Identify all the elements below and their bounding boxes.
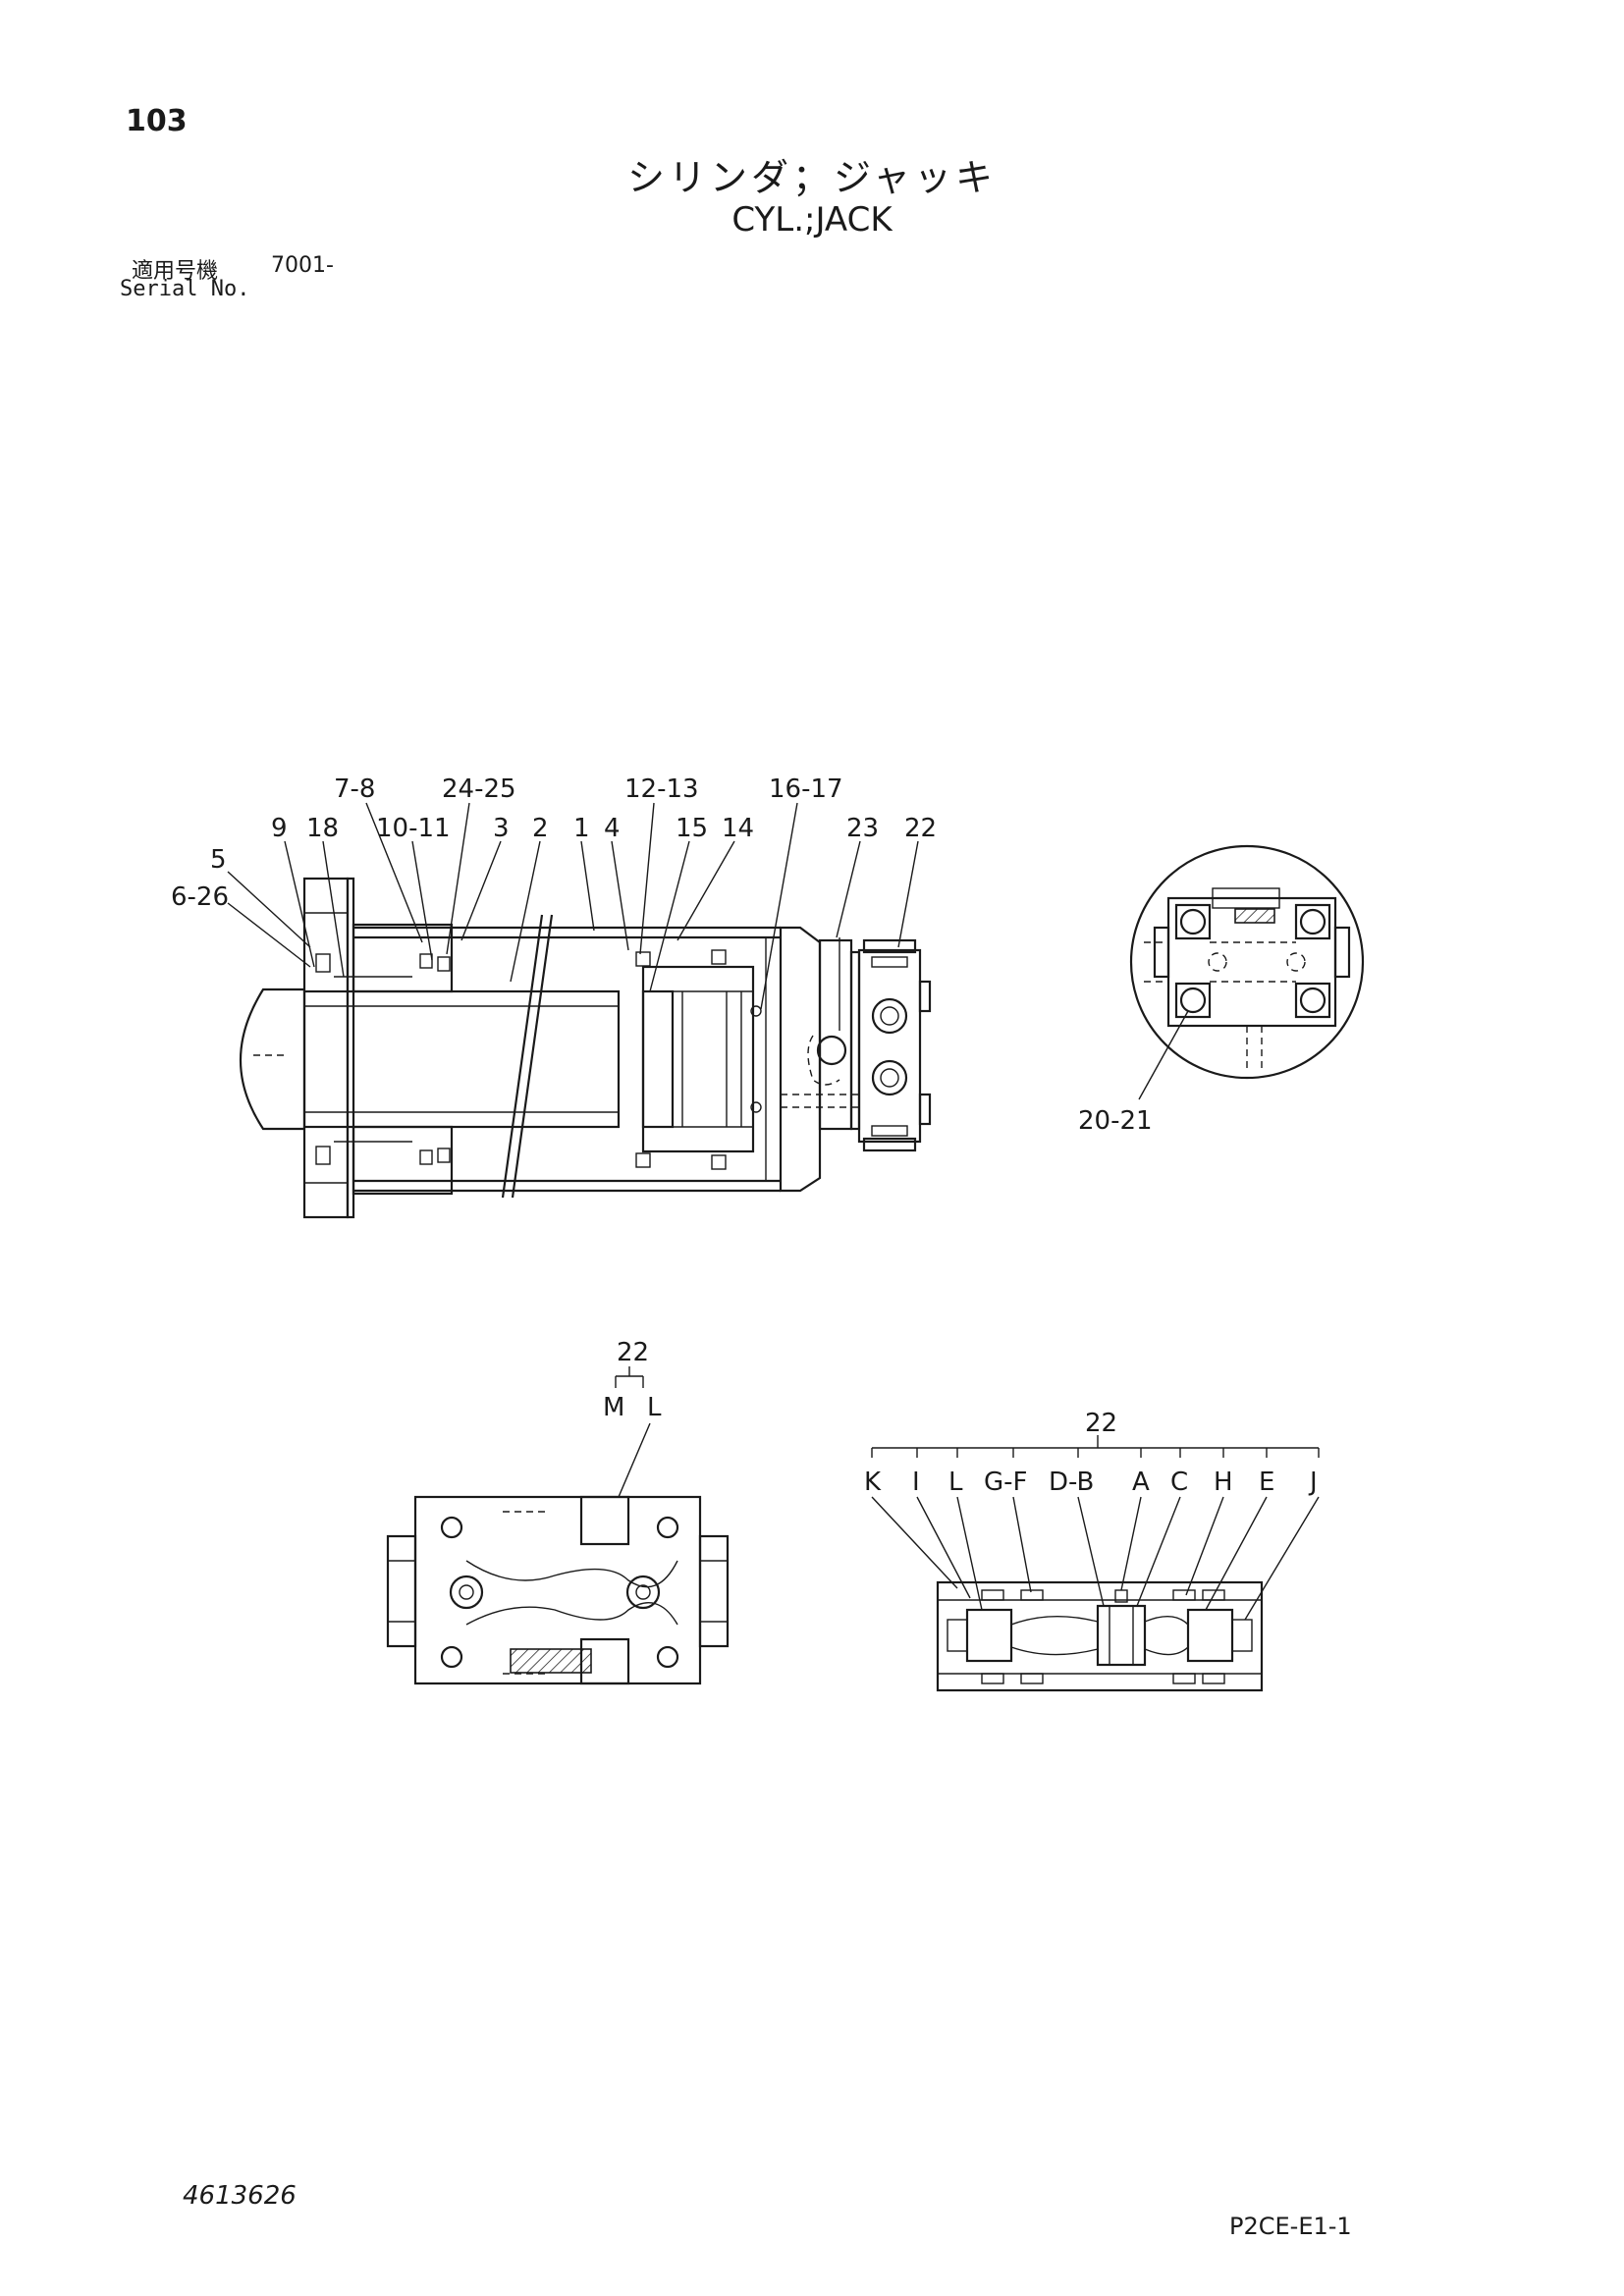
callout-label: 10-11 (376, 814, 451, 843)
callout-label: 24-25 (442, 774, 516, 804)
callout-label: 15 (676, 814, 708, 843)
sub-label: L (647, 1393, 662, 1422)
page-number: 103 (126, 104, 188, 138)
sub-label: G-F (984, 1468, 1027, 1497)
callout-label: 14 (722, 814, 754, 843)
group-label: 22 (617, 1338, 649, 1367)
callout-label: 9 (271, 814, 288, 843)
main-view-callouts: 7-8 24-25 12-13 16-17 9 18 10-11 3 2 1 4… (171, 774, 937, 912)
page-title-japanese: シリンダ；ジャッキ (626, 156, 998, 199)
valve-top-view (386, 1366, 730, 1685)
serial-label-english: Serial No. (120, 277, 250, 301)
callout-label: 23 (846, 814, 879, 843)
callout-label: 1 (573, 814, 590, 843)
sub-label: L (948, 1468, 963, 1497)
page-code: P2CE-E1-1 (1229, 2213, 1352, 2240)
group-label: 22 (1085, 1409, 1117, 1438)
valve-section-view (871, 1435, 1320, 1692)
sub-label: A (1132, 1468, 1150, 1497)
sub-label: K (864, 1468, 882, 1497)
callout-label: 12-13 (624, 774, 699, 804)
main-view-leader-lines (227, 802, 919, 1010)
callout-label: 3 (493, 814, 510, 843)
sub-label: C (1170, 1468, 1188, 1497)
callout-label: 18 (306, 814, 339, 843)
callout-label: 16-17 (769, 774, 843, 804)
valve-detail-view (1129, 844, 1365, 1100)
detail-view-callouts: 20-21 (1078, 1106, 1153, 1136)
sub-label: H (1214, 1468, 1233, 1497)
callout-label: 5 (210, 845, 227, 875)
serial-label-japanese: 適用号機 (132, 259, 219, 284)
sub-label: J (1308, 1468, 1318, 1497)
sub-label: M (603, 1393, 624, 1422)
callout-label: 2 (532, 814, 549, 843)
valve-section-view-callouts: 22 K I L G-F D-B A C H E J (864, 1409, 1318, 1497)
valve-top-view-callouts: 22 M L (603, 1338, 662, 1422)
cylinder-section-view (239, 877, 932, 1219)
sub-label: D-B (1049, 1468, 1094, 1497)
callout-label: 20-21 (1078, 1106, 1153, 1136)
sub-label: E (1259, 1468, 1274, 1497)
sub-label: I (912, 1468, 920, 1497)
document-code: 4613626 (183, 2181, 297, 2211)
callout-label: 4 (604, 814, 621, 843)
callout-label: 22 (904, 814, 937, 843)
callout-label: 6-26 (171, 882, 229, 912)
serial-number-value: 7001- (271, 253, 334, 278)
page-title-english: CYL.;JACK (731, 200, 893, 240)
callout-label: 7-8 (334, 774, 375, 804)
